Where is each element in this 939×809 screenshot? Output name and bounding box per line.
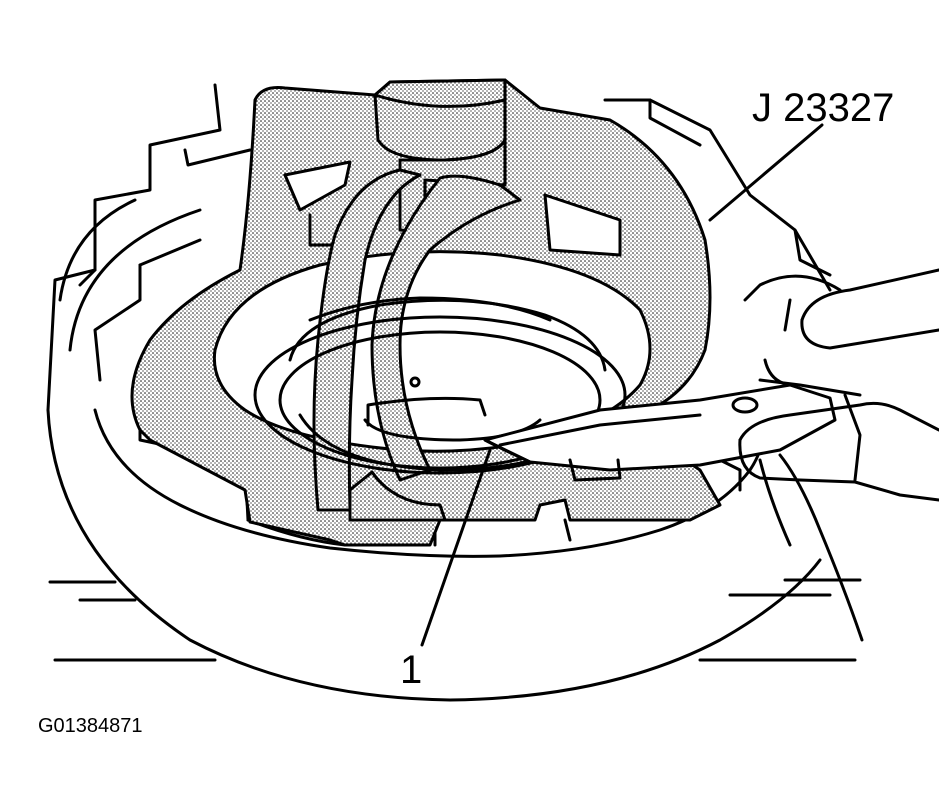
shaft [373, 78, 507, 234]
bench-lines [48, 578, 862, 662]
figure-id-label: G01384871 [38, 715, 143, 737]
fixture-legs [312, 168, 522, 522]
tool-leader-line [708, 123, 824, 222]
part-callout-label: 1 [400, 648, 423, 692]
tool-callout-label: J 23327 [752, 86, 895, 130]
housing-drum [46, 83, 832, 702]
part-leader-line [420, 448, 492, 647]
technician-hand [738, 268, 939, 502]
pliers [483, 378, 864, 642]
